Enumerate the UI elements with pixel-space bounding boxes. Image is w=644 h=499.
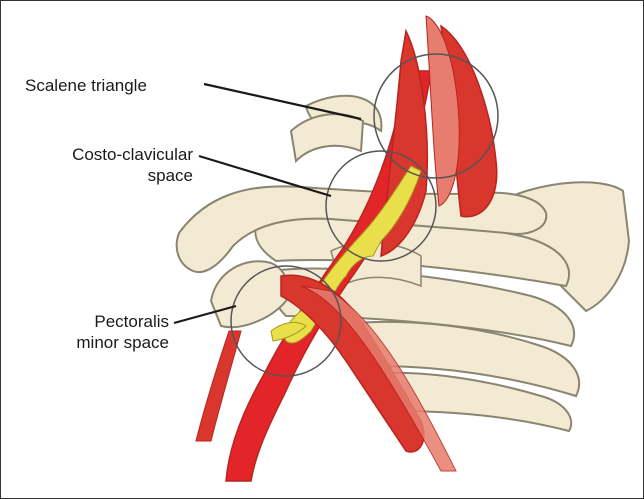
costo-clavicular-label: Costo-clavicular space: [25, 144, 193, 186]
pectoralis-minor-text-line1: Pectoralis: [31, 311, 169, 332]
pectoralis-minor-text-line2: minor space: [31, 332, 169, 353]
humeral-head: [211, 261, 288, 327]
scalene-triangle-label: Scalene triangle: [25, 75, 147, 96]
pectoralis-minor-label: Pectoralis minor space: [31, 311, 169, 353]
rib-2: [291, 114, 363, 161]
costo-clavicular-text-line1: Costo-clavicular: [25, 144, 193, 165]
costo-clavicular-text-line2: space: [25, 165, 193, 186]
arm-muscle: [196, 331, 241, 441]
scalene-triangle-text: Scalene triangle: [25, 76, 147, 95]
